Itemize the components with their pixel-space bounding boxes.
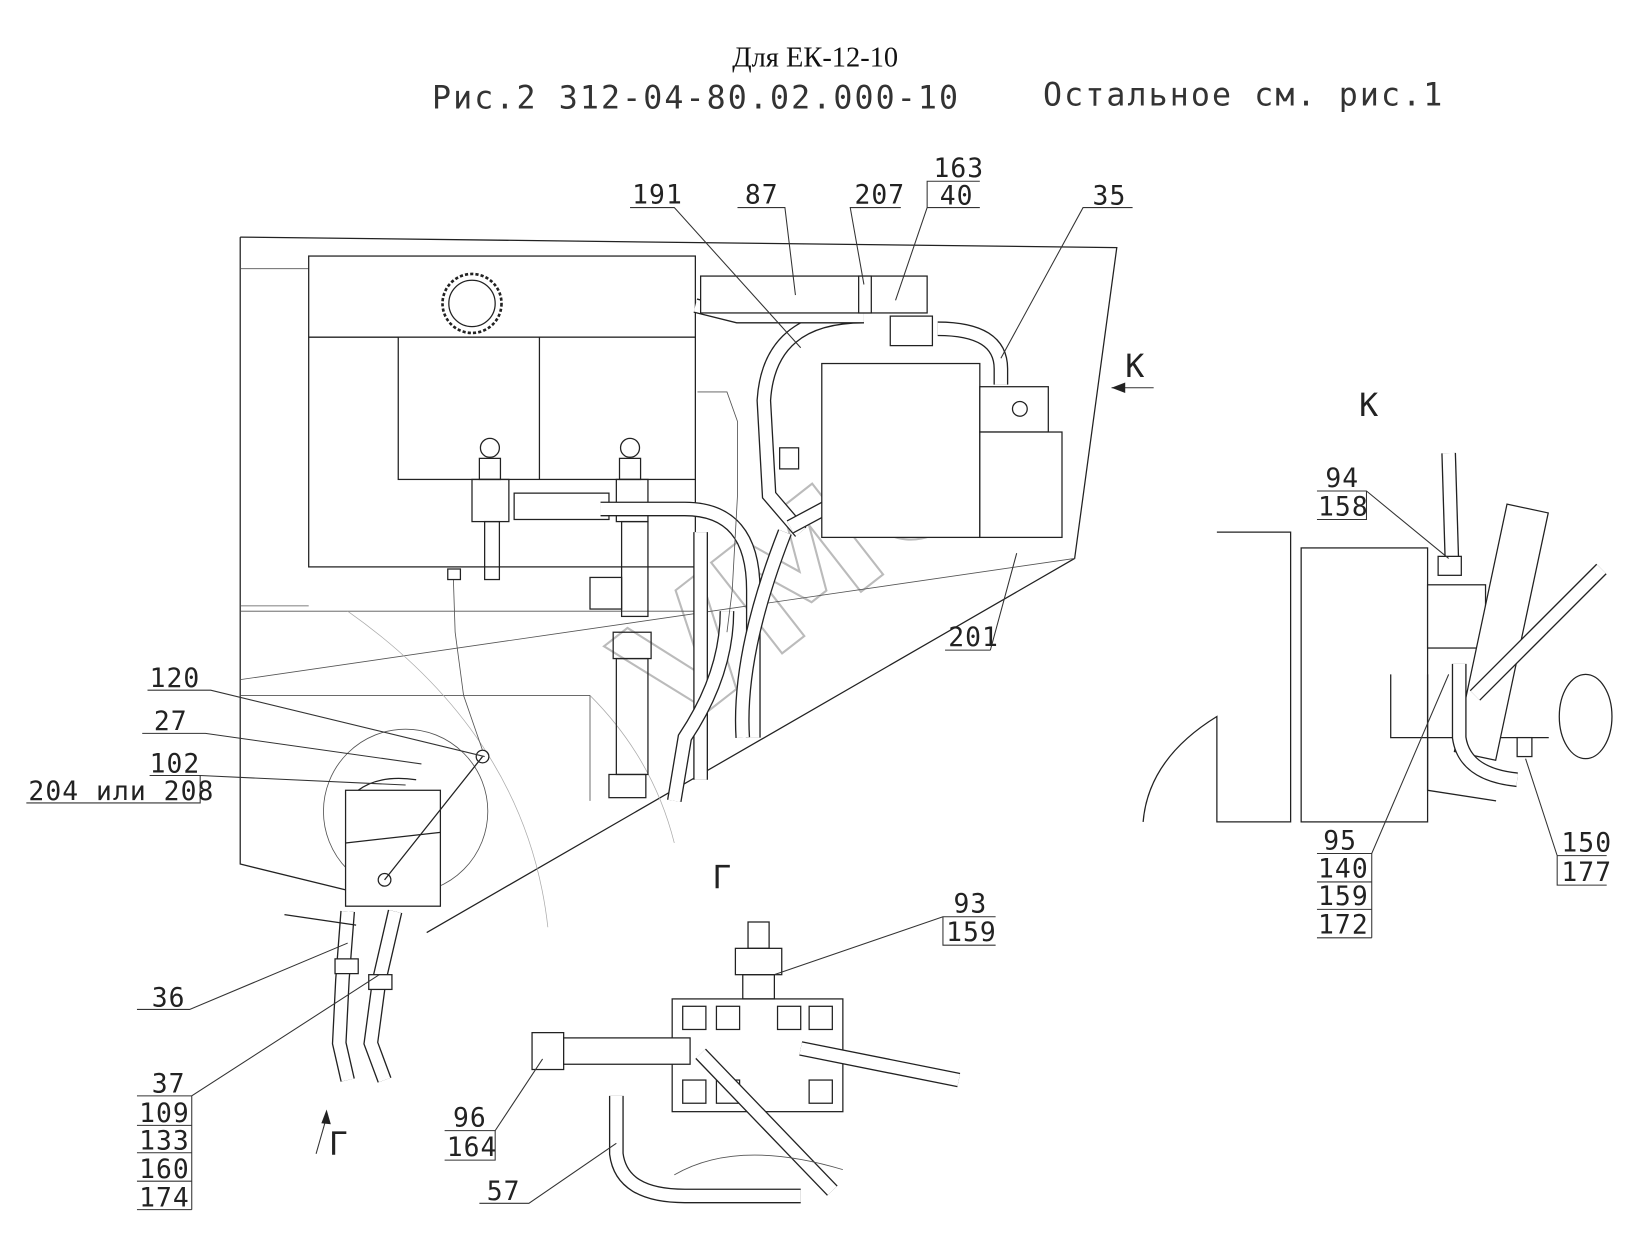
callout-57: 57: [487, 1177, 521, 1207]
callout-140: 140: [1318, 855, 1369, 885]
callout-191: 191: [632, 180, 683, 210]
callout-207: 207: [854, 180, 905, 210]
view-g-title: Г: [712, 860, 732, 896]
callout-93: 93: [953, 890, 987, 920]
drawing-note: Остальное см. рис.1: [1043, 77, 1444, 113]
callout-27: 27: [154, 707, 188, 737]
drawing-subtitle: Рис.2 312-04-80.02.000-10: [432, 81, 960, 117]
view-k-title: К: [1359, 388, 1379, 424]
callout-150: 150: [1561, 828, 1612, 858]
callout-94: 94: [1325, 464, 1359, 494]
callout-164: 164: [447, 1133, 498, 1163]
callout-163: 163: [933, 154, 984, 184]
arrow-k-icon: [1111, 382, 1126, 394]
callout-labels: 191 87 207 163 40 35 201 К К Г Г 120 27 …: [28, 154, 1612, 1213]
callout-36: 36: [152, 983, 186, 1013]
leader-lines: [26, 180, 1607, 1211]
callout-160: 160: [139, 1155, 190, 1185]
main-view: [239, 236, 1118, 1083]
callout-35: 35: [1093, 181, 1127, 211]
callout-37: 37: [152, 1070, 186, 1100]
callout-159-k: 159: [1318, 882, 1369, 912]
callout-87: 87: [745, 180, 779, 210]
callout-159-g: 159: [946, 918, 997, 948]
callout-40: 40: [940, 181, 974, 211]
view-k-arrow-label: К: [1125, 349, 1145, 385]
callout-95: 95: [1323, 826, 1357, 856]
view-g: [531, 921, 961, 1204]
filler-cap-icon: [441, 272, 503, 335]
view-g-arrow-label: Г: [329, 1127, 349, 1163]
callout-158: 158: [1318, 492, 1369, 522]
callout-133: 133: [139, 1127, 190, 1157]
callout-174: 174: [139, 1183, 190, 1213]
arrow-g-icon: [321, 1109, 331, 1125]
view-k: [1142, 452, 1613, 823]
callout-96: 96: [453, 1103, 487, 1133]
callout-102: 102: [150, 749, 201, 779]
callout-172: 172: [1318, 911, 1369, 941]
callout-177: 177: [1561, 858, 1612, 888]
callout-109: 109: [139, 1099, 190, 1129]
callout-120: 120: [150, 664, 201, 694]
drawing-title: Для ЕК-12-10: [732, 42, 898, 73]
callout-204-208: 204 или 208: [28, 777, 214, 807]
callout-201: 201: [948, 623, 999, 653]
